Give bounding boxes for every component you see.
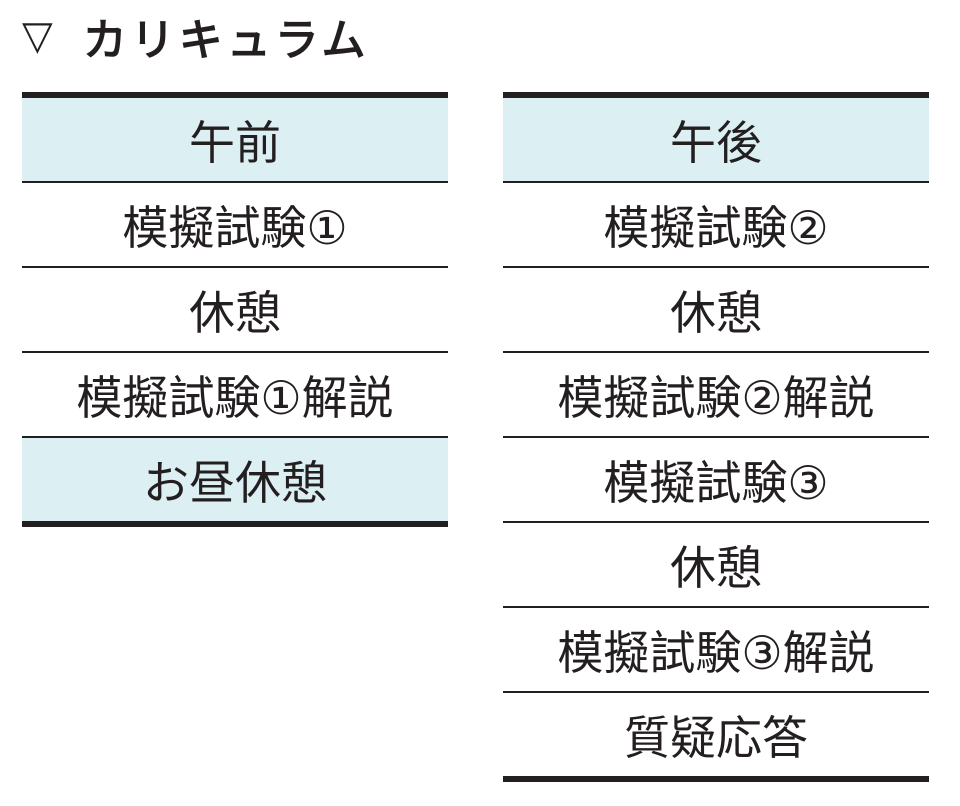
afternoon-schedule-table: 午後 模擬試験② 休憩 模擬試験②解説 模擬試験③ 休憩 模擬試験③解説 質疑応… [503,92,929,782]
schedule-row: 模擬試験① [22,181,448,266]
schedule-row: 休憩 [503,521,929,606]
schedule-row: 模擬試験①解説 [22,351,448,436]
section-title-text: カリキュラム [82,15,370,66]
schedule-row-lunch: お昼休憩 [22,436,448,521]
triangle-down-icon: ▽ [22,13,57,59]
schedule-row: 模擬試験②解説 [503,351,929,436]
afternoon-header: 午後 [503,98,929,181]
schedule-row: 質疑応答 [503,691,929,776]
section-title: ▽ カリキュラム [22,8,369,66]
schedule-row: 休憩 [503,266,929,351]
schedule-row: 模擬試験③解説 [503,606,929,691]
morning-header: 午前 [22,98,448,181]
schedule-row: 休憩 [22,266,448,351]
schedule-row: 模擬試験② [503,181,929,266]
schedule-row: 模擬試験③ [503,436,929,521]
morning-schedule-table: 午前 模擬試験① 休憩 模擬試験①解説 お昼休憩 [22,92,448,527]
